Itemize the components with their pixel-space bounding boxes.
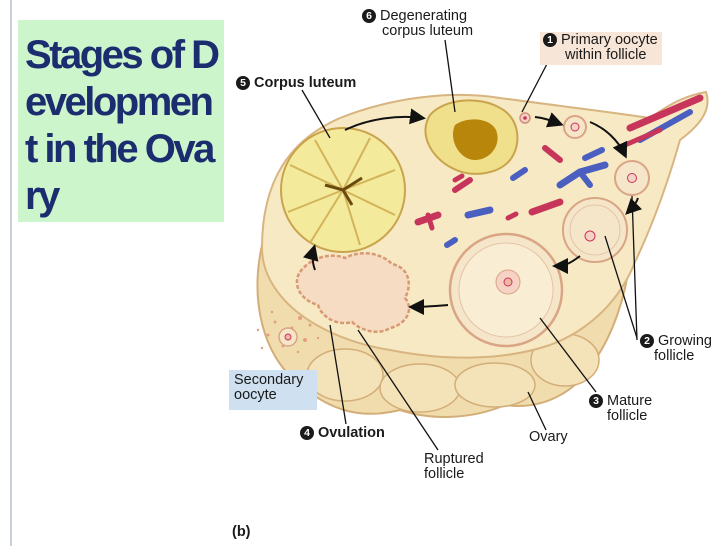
label-ovary: Ovary <box>529 429 568 445</box>
corpus-luteum <box>280 127 406 253</box>
step-4-badge: 4 <box>300 426 314 440</box>
slide-left-rule <box>10 0 12 546</box>
ruptured-follicle <box>295 251 411 333</box>
growing-follicle-small <box>614 160 650 196</box>
mature-follicle <box>448 232 564 348</box>
growing-follicle-large <box>562 197 628 263</box>
figure-sublabel: (b) <box>232 524 251 540</box>
secondary-oocyte-label-bg <box>229 370 317 410</box>
secondary-oocyte <box>278 327 298 347</box>
leader-lines <box>301 39 638 451</box>
blood-vessels <box>414 94 704 248</box>
ovulation-burst <box>256 310 320 354</box>
step-2-badge: 2 <box>640 334 654 348</box>
slide-title: Stages of Development in the Ovary <box>25 33 220 218</box>
step-1-badge: 1 <box>543 33 557 47</box>
primary-oocyte <box>519 112 531 124</box>
early-follicle <box>563 115 587 139</box>
step-6-badge: 6 <box>362 9 376 23</box>
step-3-badge: 3 <box>589 394 603 408</box>
step-5-badge: 5 <box>236 76 250 90</box>
cycle-arrows <box>303 108 643 315</box>
title-box: Stages of Development in the Ovary <box>18 20 224 222</box>
label-secondary-oocyte: Secondary oocyte <box>234 372 304 403</box>
degenerating-corpus-luteum <box>424 99 519 175</box>
label-ruptured-follicle: Ruptured follicle <box>424 451 484 482</box>
